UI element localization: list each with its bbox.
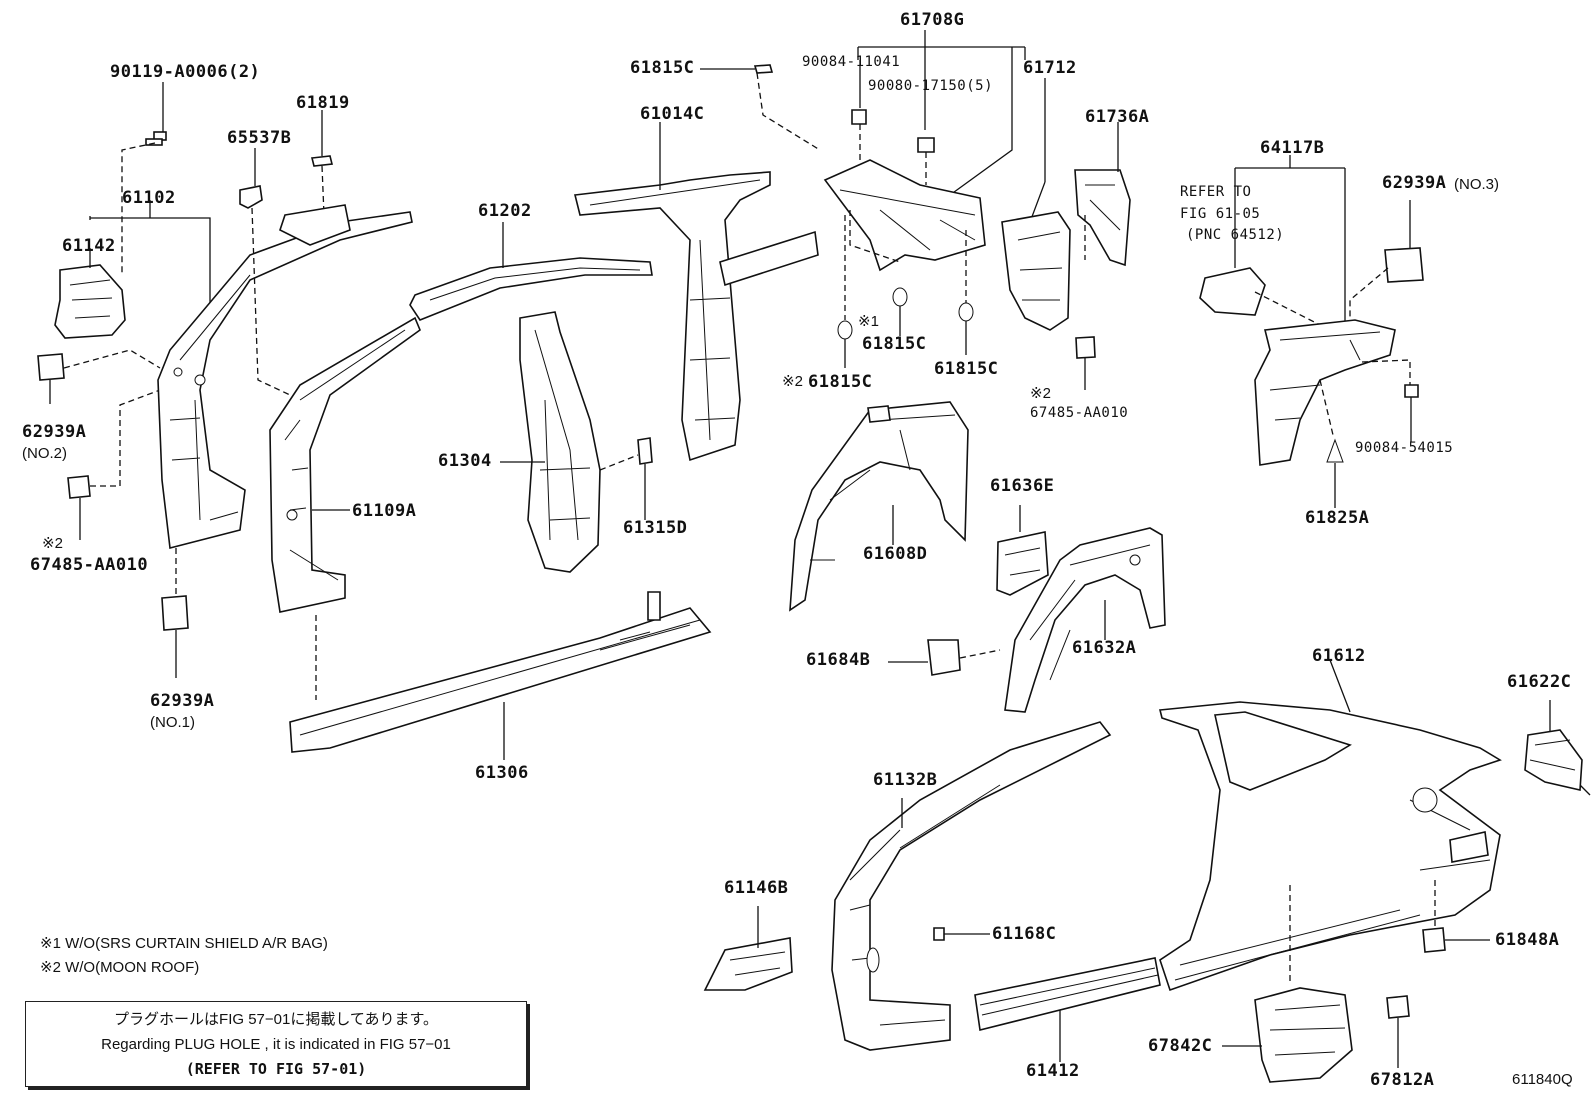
label-90119: 90119-A0006(2) [110, 62, 261, 82]
label-61712: 61712 [1023, 58, 1077, 78]
label-61109A: 61109A [352, 501, 417, 521]
label-61736A: 61736A [1085, 107, 1150, 127]
label-67485-left-mark: ※2 [42, 535, 63, 552]
label-61848A: 61848A [1495, 930, 1560, 950]
part-61636E [996, 531, 1049, 596]
part-61109A [269, 316, 421, 613]
bolt-90119-part [145, 82, 167, 146]
label-61612: 61612 [1312, 646, 1366, 666]
footnote-2: ※2 W/O(MOON ROOF) [40, 959, 200, 976]
refer-line2: FIG 61-05 [1180, 206, 1261, 222]
label-67842C: 67842C [1148, 1036, 1213, 1056]
label-61815C-m2: 61815C [808, 372, 873, 392]
label-61815C-top: 61815C [630, 58, 695, 78]
label-61684B: 61684B [806, 650, 871, 670]
part-61622C [1524, 729, 1583, 791]
label-61819: 61819 [296, 93, 350, 113]
label-67485-right: 67485-AA010 [1030, 405, 1129, 421]
label-61146B: 61146B [724, 878, 789, 898]
label-61815C-m2-mark: ※2 [782, 373, 803, 390]
part-61412 [974, 957, 1161, 1031]
label-90084-54015: 90084-54015 [1355, 440, 1454, 456]
label-61142: 61142 [62, 236, 116, 256]
refer-line3: (PNC 64512) [1186, 227, 1285, 243]
part-61014C [574, 171, 819, 462]
label-61815C-r: 61815C [934, 359, 999, 379]
notice-line-refer: (REFER TO FIG 57-01) [185, 1060, 367, 1078]
part-61142 [54, 264, 126, 339]
label-61608D: 61608D [863, 544, 928, 564]
part-61848A [1422, 927, 1446, 953]
label-67485-left: 67485-AA010 [30, 555, 149, 575]
label-62939A-no2: 62939A [22, 422, 87, 442]
label-67812A: 67812A [1370, 1070, 1435, 1090]
label-61132B: 61132B [873, 770, 938, 790]
label-61202: 61202 [478, 201, 532, 221]
label-61815C-m1: 61815C [862, 334, 927, 354]
label-67485-right-mark: ※2 [1030, 385, 1051, 402]
label-62939A-no2-sub: (NO.2) [22, 445, 67, 462]
part-61608D [789, 401, 969, 612]
label-61306: 61306 [475, 763, 529, 783]
part-61146B [703, 937, 793, 991]
label-62939A-no3-sub: (NO.3) [1454, 176, 1499, 193]
part-64117B [1254, 319, 1396, 466]
label-90080: 90080-17150(5) [868, 78, 994, 94]
label-65537B: 65537B [227, 128, 292, 148]
label-61636E: 61636E [990, 476, 1055, 496]
label-61412: 61412 [1026, 1061, 1080, 1081]
footnote-1: ※1 W/O(SRS CURTAIN SHIELD A/R BAG) [40, 935, 328, 952]
part-61202 [409, 257, 653, 321]
label-61825A: 61825A [1305, 508, 1370, 528]
part-61132B [831, 721, 1112, 1051]
label-61014C: 61014C [640, 104, 705, 124]
label-61102: 61102 [122, 188, 176, 208]
notice-line-en: Regarding PLUG HOLE , it is indicated in… [101, 1036, 451, 1053]
label-64117B: 64117B [1260, 138, 1325, 158]
label-61622C: 61622C [1507, 672, 1572, 692]
part-67842C [1254, 987, 1353, 1083]
label-62939A-no1-sub: (NO.1) [150, 714, 195, 731]
plug-hole-notice: プラグホールはFIG 57−01に掲載してあります。 Regarding PLU… [25, 1001, 527, 1087]
label-61168C: 61168C [992, 924, 1057, 944]
refer-line1: REFER TO [1180, 184, 1252, 200]
label-61815C-m1-mark: ※1 [858, 313, 879, 330]
part-61306 [289, 591, 712, 753]
part-61632A [1004, 527, 1166, 713]
label-61315D: 61315D [623, 518, 688, 538]
label-62939A-no1: 62939A [150, 691, 215, 711]
label-62939A-no3: 62939A [1382, 173, 1447, 193]
part-61102 [157, 211, 413, 550]
part-61612-quarter [1158, 701, 1502, 992]
part-61712 [823, 159, 986, 272]
figure-id: 611840Q [1512, 1071, 1573, 1088]
part-61736A [1074, 169, 1131, 267]
part-61684B [927, 639, 1001, 676]
part-61304 [519, 311, 601, 573]
label-61632A: 61632A [1072, 638, 1137, 658]
label-61304: 61304 [438, 451, 492, 471]
label-90084-11041: 90084-11041 [802, 54, 901, 70]
notice-line-jp: プラグホールはFIG 57−01に掲載してあります。 [114, 1011, 438, 1028]
part-61708G-right [1001, 211, 1071, 331]
label-61708G: 61708G [900, 10, 965, 30]
